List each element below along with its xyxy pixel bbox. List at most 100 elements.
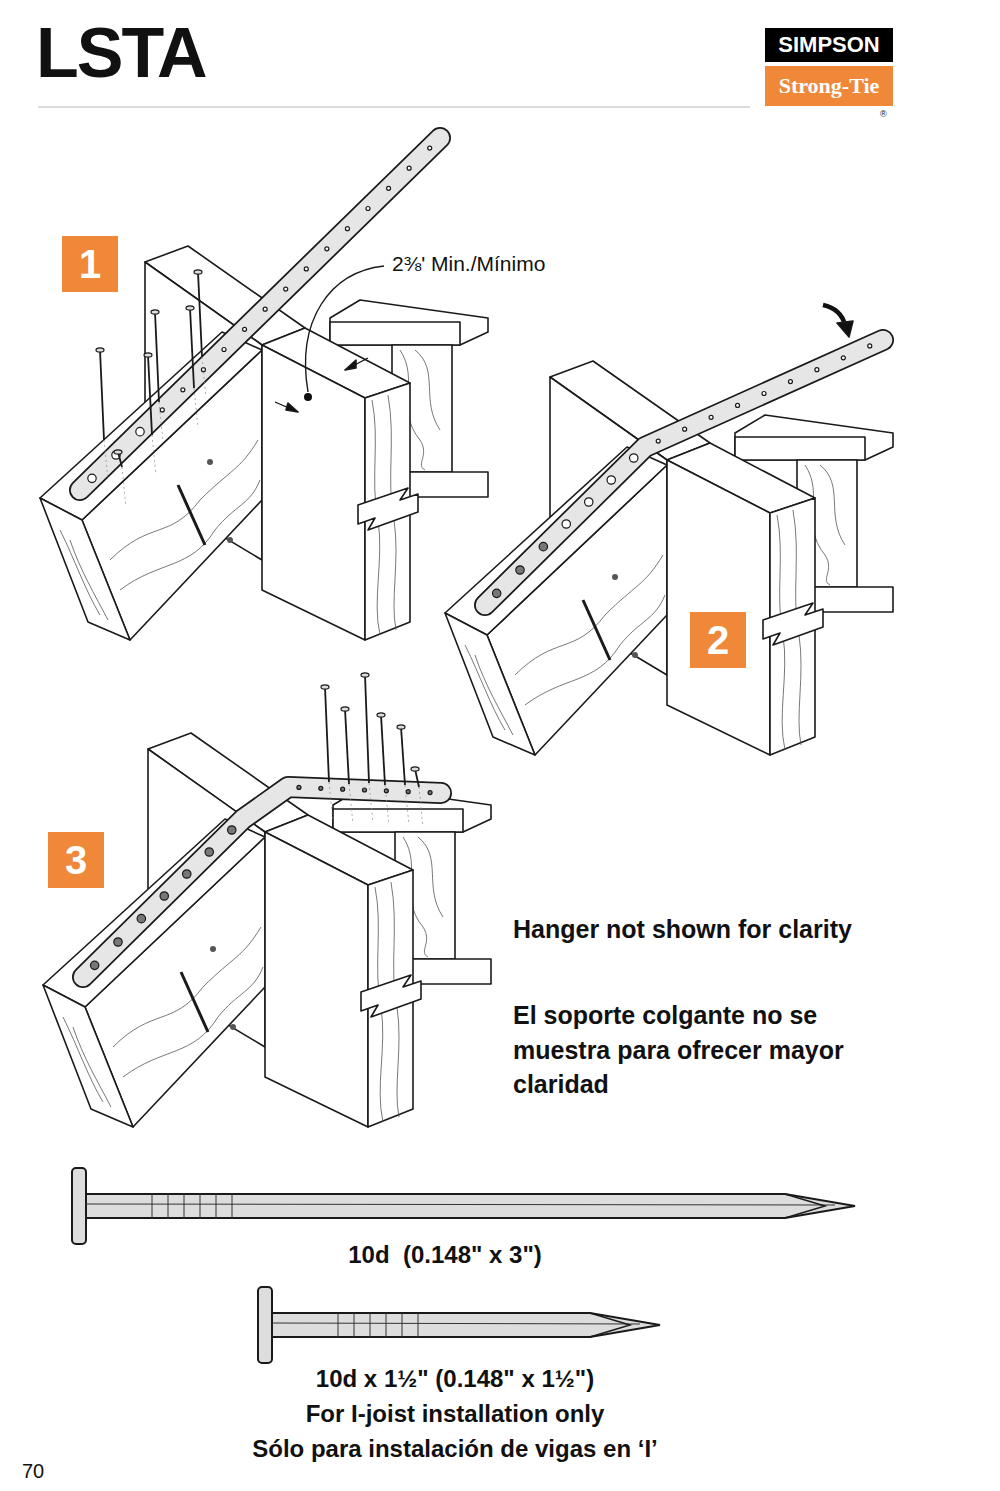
nail-ring xyxy=(418,1313,419,1337)
dimension-line xyxy=(345,358,368,370)
connection-scene xyxy=(43,673,491,1127)
nail-head xyxy=(151,310,159,314)
nail-head xyxy=(411,767,419,771)
nail-ring xyxy=(370,1313,371,1337)
nail-hole xyxy=(539,542,547,550)
nail-hole xyxy=(683,427,687,431)
header-face xyxy=(265,832,368,1127)
bend-arrowhead xyxy=(837,321,853,337)
nail-hole xyxy=(363,788,367,792)
wood-grain xyxy=(415,350,440,430)
connection-scene xyxy=(445,305,893,755)
nail-ring xyxy=(402,1313,403,1337)
wood-grain xyxy=(418,837,443,917)
nail-hole xyxy=(160,408,164,412)
nail xyxy=(155,312,159,402)
nail-guide xyxy=(419,787,423,827)
nail xyxy=(198,272,202,357)
wood-grain xyxy=(73,1027,111,1107)
nail-hole xyxy=(304,267,308,271)
dimension-leader xyxy=(306,266,384,392)
header-face xyxy=(667,460,770,755)
wood-grain xyxy=(113,927,261,1047)
nail-guide xyxy=(159,402,163,442)
nail-head xyxy=(377,713,385,717)
nail-note: Sólo para instalación de vigas en ‘I’ xyxy=(160,1432,750,1465)
nail-hole xyxy=(114,938,122,946)
wood-grain xyxy=(63,1017,103,1102)
wood-grain xyxy=(70,540,108,620)
nail-shank xyxy=(272,1313,660,1337)
nail-guide xyxy=(104,440,108,480)
nail-hole xyxy=(341,787,345,791)
nail-head xyxy=(72,1168,86,1244)
nail-head xyxy=(186,306,194,310)
nail-hole xyxy=(607,476,615,484)
break-symbol xyxy=(358,488,418,530)
nail-ring xyxy=(168,1194,169,1218)
page-title: LSTA xyxy=(36,18,206,88)
nail-spec: 10d (0.148" x 3") xyxy=(190,1238,700,1271)
break-symbol xyxy=(361,975,421,1017)
nail-hole xyxy=(210,946,216,952)
nail-hole xyxy=(88,474,96,482)
nail xyxy=(401,727,405,785)
nail-head xyxy=(96,348,104,352)
nail-hole xyxy=(815,368,819,372)
nail-guide xyxy=(369,783,373,823)
nail-hole xyxy=(227,537,233,543)
nail-head xyxy=(258,1287,272,1363)
nail-hole xyxy=(325,247,329,251)
nail-hole xyxy=(612,574,618,580)
registered-mark: ® xyxy=(880,108,900,120)
nail-shank xyxy=(86,1194,855,1218)
nail-head xyxy=(321,685,329,689)
lsta-strap xyxy=(80,138,440,490)
nail-hole xyxy=(428,146,432,150)
nail-shank-line xyxy=(86,1204,835,1205)
connection-scene xyxy=(40,138,488,640)
nail-hole xyxy=(841,356,845,360)
nail-ring xyxy=(152,1194,153,1218)
nail-hole xyxy=(345,227,349,231)
i-joist-top-flange xyxy=(330,300,488,345)
nail-ring xyxy=(216,1194,217,1218)
nail xyxy=(148,355,152,435)
nail-hole xyxy=(868,344,872,348)
note-text: Hanger not shown for clarity xyxy=(513,912,853,947)
nail-head xyxy=(144,353,152,357)
nail-hole xyxy=(205,848,213,856)
nail xyxy=(325,687,329,782)
wood-grain xyxy=(515,555,663,675)
wood-grain xyxy=(525,595,665,705)
nail-hole xyxy=(181,388,185,392)
nail-spec: 10d x 1½" (0.148" x 1½") xyxy=(160,1362,750,1395)
nail-hole xyxy=(297,785,301,789)
nail-hole xyxy=(243,327,247,331)
nail-hole xyxy=(585,498,593,506)
nail-ring xyxy=(338,1313,339,1337)
lsta-strap xyxy=(83,787,441,977)
nail-guide xyxy=(329,782,333,822)
nail-guide xyxy=(385,785,389,825)
nail-ring xyxy=(184,1194,185,1218)
dimension-dot xyxy=(304,393,312,401)
nail-guide xyxy=(194,388,198,428)
break-symbol xyxy=(763,603,823,645)
nail-hole xyxy=(562,520,570,528)
10d-nail xyxy=(72,1168,855,1244)
wood-grain xyxy=(110,440,258,560)
dimension-arrow xyxy=(345,360,356,370)
nail-hole xyxy=(366,207,370,211)
step-number-text: 2 xyxy=(707,618,729,663)
wood-grain xyxy=(123,967,263,1077)
logo-box: Strong-Tie xyxy=(765,66,893,106)
nail-hole xyxy=(137,914,145,922)
nail xyxy=(365,675,369,783)
wood-grain xyxy=(820,465,845,545)
dimension-label: 2⅜' Min./Mínimo xyxy=(392,250,612,279)
page-number: 70 xyxy=(22,1458,62,1486)
nail-ring xyxy=(200,1194,201,1218)
header-rule xyxy=(38,106,750,108)
step-number-text: 1 xyxy=(79,242,101,287)
